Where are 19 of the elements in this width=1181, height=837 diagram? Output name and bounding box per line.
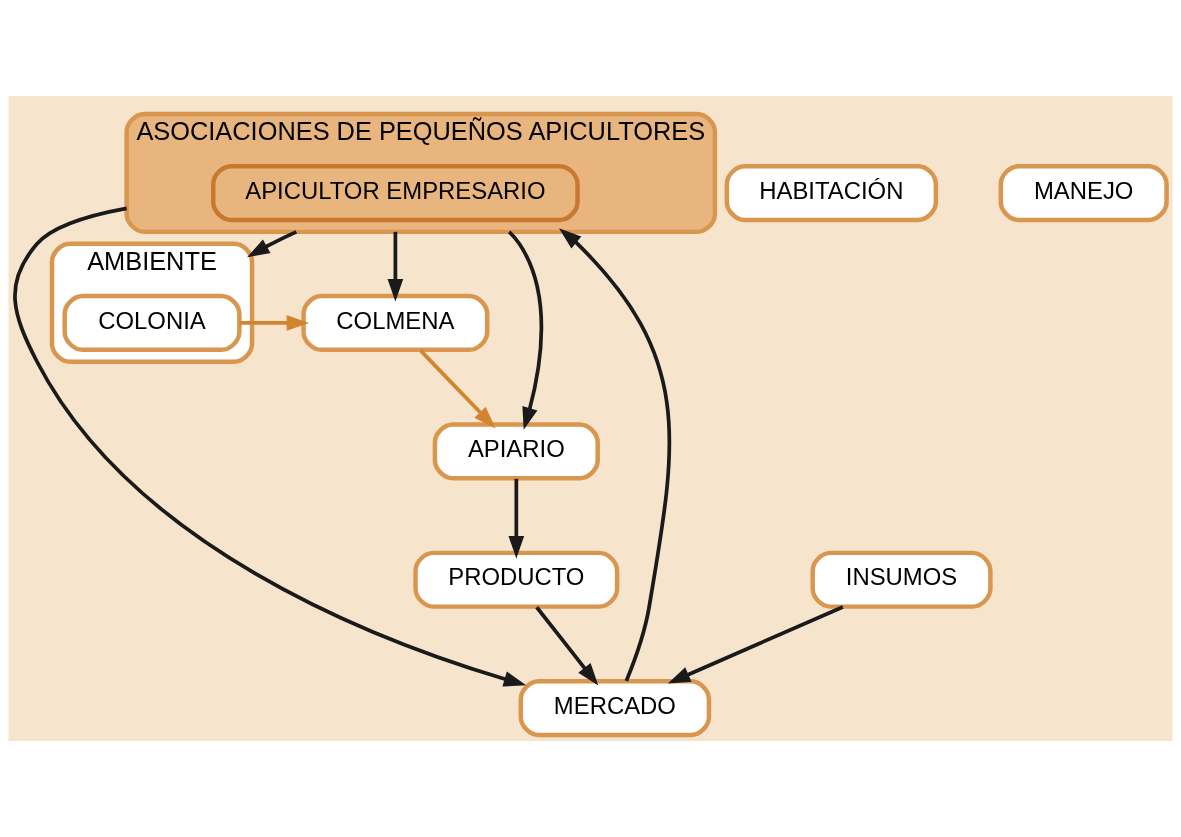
node-box: APICULTOR EMPRESARIO (211, 163, 580, 223)
node-box: COLONIA (62, 293, 242, 353)
arrow (535, 606, 599, 686)
arrow (667, 605, 844, 684)
arrow (507, 230, 544, 430)
arrow (247, 230, 298, 258)
node-box: MERCADO (518, 679, 712, 738)
arrow (508, 478, 525, 559)
node-box: MANEJO (998, 163, 1169, 223)
arrow (13, 206, 527, 687)
arrow (419, 349, 496, 429)
node-box: PRODUCTO (413, 550, 620, 609)
node-box: INSUMOS (810, 550, 993, 609)
arrow (558, 228, 672, 682)
node-box: COLMENA (301, 293, 490, 353)
arrow (387, 231, 404, 302)
node-box: HABITACIÓN (724, 163, 939, 223)
arrow (239, 315, 310, 331)
node-box: APIARIO (432, 422, 600, 481)
